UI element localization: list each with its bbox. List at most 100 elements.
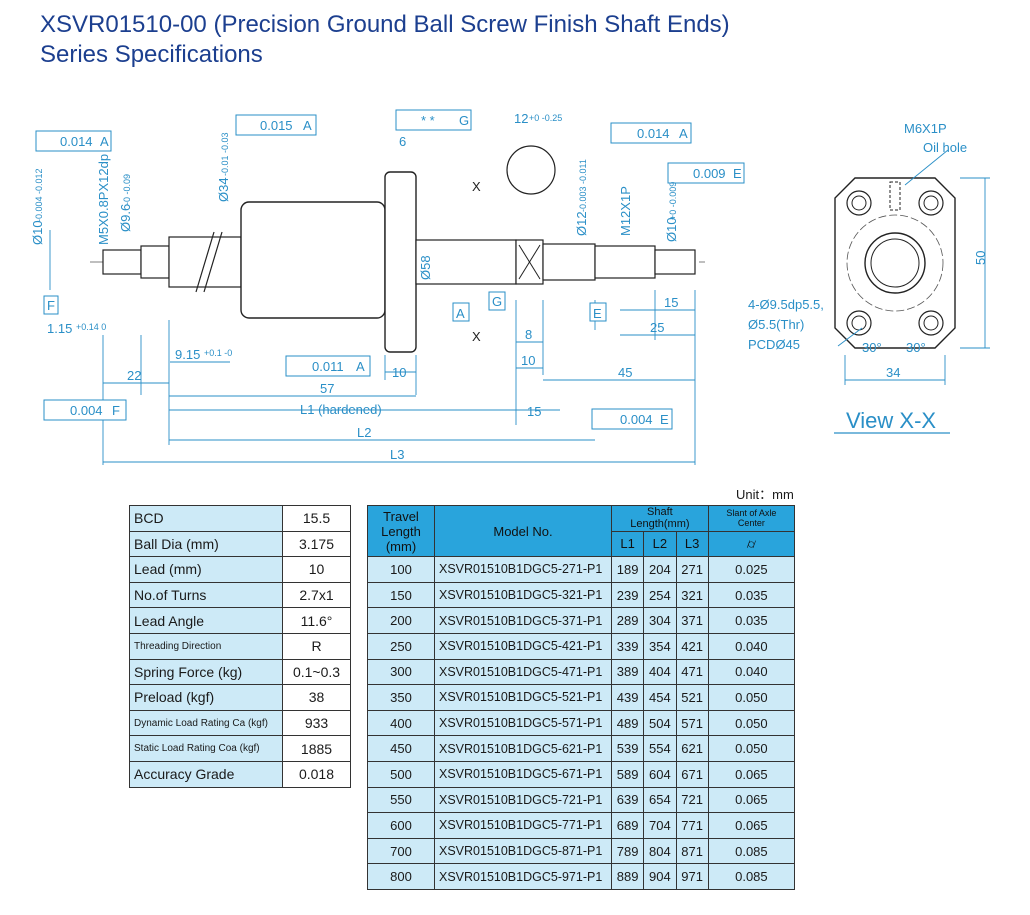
cell-l1: 489 <box>610 709 645 737</box>
spec-label: Static Load Rating Coa (kgf) <box>129 735 283 762</box>
label-section-x-top: X <box>472 179 481 194</box>
header-slant-symbol: ⌭ <box>707 530 796 558</box>
cell-slant: 0.050 <box>707 684 796 711</box>
spec-value: 10 <box>282 556 351 583</box>
cell-travel: 350 <box>367 684 435 711</box>
cell-travel: 550 <box>367 786 435 814</box>
cell-slant: 0.025 <box>707 556 796 583</box>
spec-value: 38 <box>282 684 351 711</box>
callout-slant-g: * * <box>421 113 435 128</box>
header-model-no: Model No. <box>434 504 612 558</box>
cell-l2: 304 <box>643 607 677 634</box>
callout-perp-a-ref: A <box>356 359 365 374</box>
cell-slant: 0.050 <box>707 735 796 762</box>
cell-slant: 0.065 <box>707 786 796 814</box>
spec-value: 1885 <box>282 735 351 762</box>
label-d96-tol: -0 -0.09 <box>122 174 132 205</box>
cell-l3: 971 <box>675 863 709 890</box>
cell-travel: 250 <box>367 632 435 660</box>
cell-travel: 500 <box>367 760 435 788</box>
cell-travel: 100 <box>367 556 435 583</box>
label-dim57: 57 <box>320 381 334 396</box>
spec-value: 15.5 <box>282 505 351 532</box>
callout-runout-a2: 0.015 <box>260 118 293 133</box>
nut-flange <box>384 171 417 353</box>
cell-l2: 404 <box>643 658 677 686</box>
header-slant: Slant of Axle Center <box>707 505 796 532</box>
callout-runout-a2-ref: A <box>303 118 312 133</box>
label-m5: M5X0.8PX12dp <box>96 154 111 245</box>
spec-value: 3.175 <box>282 530 351 558</box>
datum-a: A <box>456 306 465 321</box>
cell-model: XSVR01510B1DGC5-421-P1 <box>434 632 612 660</box>
datum-e: E <box>593 306 602 321</box>
label-d10b-tol: +0 -0.009 <box>668 182 678 220</box>
label-dim10a: 10 <box>392 365 406 380</box>
spec-value: 0.1~0.3 <box>282 658 351 686</box>
callout-runout-a1-ref: A <box>100 134 109 149</box>
label-m12: M12X1P <box>618 186 633 236</box>
spec-value: R <box>282 632 351 660</box>
nut-body <box>240 201 386 319</box>
spec-label: Preload (kgf) <box>129 684 283 711</box>
cell-travel: 150 <box>367 581 435 609</box>
cell-l3: 371 <box>675 607 709 634</box>
cell-model: XSVR01510B1DGC5-471-P1 <box>434 658 612 686</box>
cell-model: XSVR01510B1DGC5-971-P1 <box>434 863 612 890</box>
label-dim45: 45 <box>618 365 632 380</box>
view-xx-caption: View X-X <box>846 408 937 433</box>
spec-value: 2.7x1 <box>282 581 351 609</box>
cell-l2: 454 <box>643 684 677 711</box>
cell-l2: 504 <box>643 709 677 737</box>
cell-l2: 204 <box>643 556 677 583</box>
cell-slant: 0.050 <box>707 709 796 737</box>
spec-label: Lead Angle <box>129 607 283 634</box>
shaft-right-end <box>654 249 696 275</box>
view-label-m6: M6X1P <box>904 121 947 136</box>
view-label-holes: 4-Ø9.5dp5.5, <box>748 297 824 312</box>
label-l1: L1 (hardened) <box>300 402 382 417</box>
cell-model: XSVR01510B1DGC5-571-P1 <box>434 709 612 737</box>
spec-label: Dynamic Load Rating Ca (kgf) <box>129 709 283 737</box>
label-dim8: 8 <box>525 327 532 342</box>
cell-model: XSVR01510B1DGC5-871-P1 <box>434 837 612 865</box>
shaft-right-thread <box>594 245 656 279</box>
cell-l2: 654 <box>643 786 677 814</box>
cell-travel: 700 <box>367 837 435 865</box>
callout-runout-a3-ref: A <box>679 126 688 141</box>
label-dim12-tol: +0 -0.25 <box>529 113 562 123</box>
spec-value: 0.018 <box>282 760 351 788</box>
page-title: XSVR01510-00 (Precision Ground Ball Scre… <box>40 10 730 70</box>
cell-l2: 604 <box>643 760 677 788</box>
cell-slant: 0.035 <box>707 607 796 634</box>
label-d10-tol: -0.004 -0.012 <box>34 168 44 222</box>
header-shaft-length: Shaft Length(mm) <box>611 505 709 532</box>
header-l1: L1 <box>610 530 645 558</box>
callout-perp-e: 0.004 <box>620 412 653 427</box>
spec-row: Static Load Rating Coa (kgf)1885 <box>129 735 351 762</box>
cell-l3: 871 <box>675 837 709 865</box>
view-xx-flange <box>834 177 956 349</box>
spec-row: Ball Dia (mm)3.175 <box>129 530 351 558</box>
model-table: Travel Length (mm) Model No. Shaft Lengt… <box>367 504 796 890</box>
cell-l2: 804 <box>643 837 677 865</box>
cell-travel: 450 <box>367 735 435 762</box>
cell-l1: 789 <box>610 837 645 865</box>
cell-l3: 621 <box>675 735 709 762</box>
label-dim10b: 10 <box>521 353 535 368</box>
label-dim115-tol: +0.14 0 <box>76 322 106 332</box>
cell-l3: 721 <box>675 786 709 814</box>
cell-l2: 554 <box>643 735 677 762</box>
datum-f: F <box>47 298 55 313</box>
spec-label: Accuracy Grade <box>129 760 283 788</box>
